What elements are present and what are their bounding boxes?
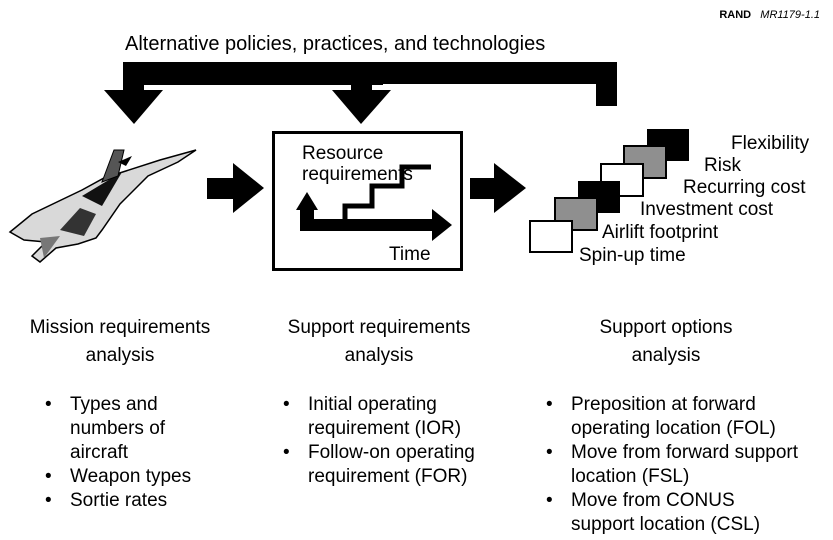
factor-label: Risk bbox=[704, 155, 741, 176]
list-item: Initial operating requirement (IOR) bbox=[281, 393, 501, 441]
fighter-jet-icon bbox=[8, 149, 197, 263]
resource-label-line1: Resource bbox=[302, 143, 384, 164]
resource-axis-stem bbox=[300, 208, 314, 231]
list-item: Types and numbers of aircraft bbox=[43, 393, 243, 465]
figure-code: RAND MR1179-1.1 bbox=[719, 9, 820, 21]
list-item: Follow-on operating requirement (FOR) bbox=[281, 441, 501, 489]
policy-arrow-left bbox=[104, 90, 163, 124]
list-item: Sortie rates bbox=[43, 489, 243, 513]
resource-step-line bbox=[342, 164, 431, 219]
column-title-line1: Mission requirements bbox=[29, 317, 211, 338]
org-label: RAND bbox=[719, 9, 752, 21]
resource-box-frame bbox=[272, 131, 463, 271]
mission-requirements-title: Mission requirements analysis bbox=[0, 314, 240, 370]
mission-requirements-list: Types and numbers of aircraft Weapon typ… bbox=[43, 393, 243, 513]
resource-requirements-label: Resource requirements bbox=[302, 143, 413, 185]
list-item: Weapon types bbox=[43, 465, 243, 489]
support-requirements-list: Initial operating requirement (IOR) Foll… bbox=[281, 393, 501, 489]
column-title-line2: analysis bbox=[631, 345, 701, 366]
factor-label: Spin-up time bbox=[579, 245, 686, 266]
policy-stem-middle bbox=[351, 62, 372, 92]
policy-stem-left bbox=[123, 62, 144, 92]
column-title-line1: Support requirements bbox=[287, 317, 471, 338]
resource-axis-arrow bbox=[296, 192, 318, 210]
factor-label: Recurring cost bbox=[683, 177, 806, 198]
factor-label: Investment cost bbox=[640, 199, 774, 220]
policies-label: Alternative policies, practices, and tec… bbox=[125, 33, 546, 55]
list-item: Preposition at forward operating locatio… bbox=[544, 393, 824, 441]
option-stack bbox=[529, 129, 689, 253]
policy-arrow-middle bbox=[332, 90, 391, 124]
time-axis-label: Time bbox=[389, 244, 431, 265]
column-title-line1: Support options bbox=[599, 317, 733, 338]
flow-arrow-1 bbox=[207, 163, 264, 213]
support-options-list: Preposition at forward operating locatio… bbox=[544, 393, 824, 537]
list-item: Move from CONUS support location (CSL) bbox=[544, 489, 824, 537]
column-title-line2: analysis bbox=[344, 345, 414, 366]
time-axis-arrow bbox=[302, 209, 452, 241]
factor-label: Airlift footprint bbox=[602, 222, 719, 243]
figure-id: MR1179-1.1 bbox=[760, 9, 820, 21]
support-options-title: Support options analysis bbox=[552, 314, 780, 370]
support-requirements-title: Support requirements analysis bbox=[266, 314, 492, 370]
resource-label-line2: requirements bbox=[302, 164, 413, 185]
column-title-line2: analysis bbox=[85, 345, 155, 366]
factor-label: Flexibility bbox=[731, 133, 810, 154]
flow-arrow-2 bbox=[470, 163, 526, 213]
list-item: Move from forward support location (FSL) bbox=[544, 441, 824, 489]
